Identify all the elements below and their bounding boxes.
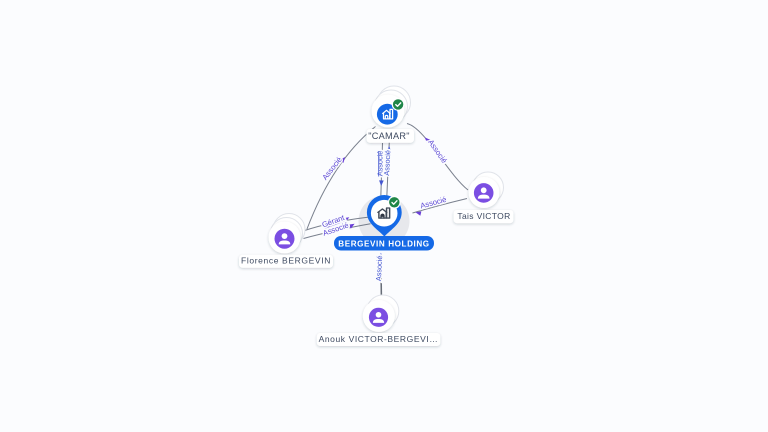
svg-text:BERGEVIN HOLDING: BERGEVIN HOLDING (338, 239, 429, 248)
svg-text:Florence BERGEVIN: Florence BERGEVIN (241, 255, 331, 265)
svg-text:"CAMAR": "CAMAR" (368, 131, 409, 141)
svg-text:Anouk VICTOR-BERGEVI…: Anouk VICTOR-BERGEVI… (319, 334, 439, 344)
svg-text:Associé: Associé (375, 151, 384, 177)
svg-text:Associé: Associé (374, 255, 384, 281)
svg-text:Tais VICTOR: Tais VICTOR (457, 211, 510, 221)
svg-text:Associé: Associé (382, 150, 392, 176)
